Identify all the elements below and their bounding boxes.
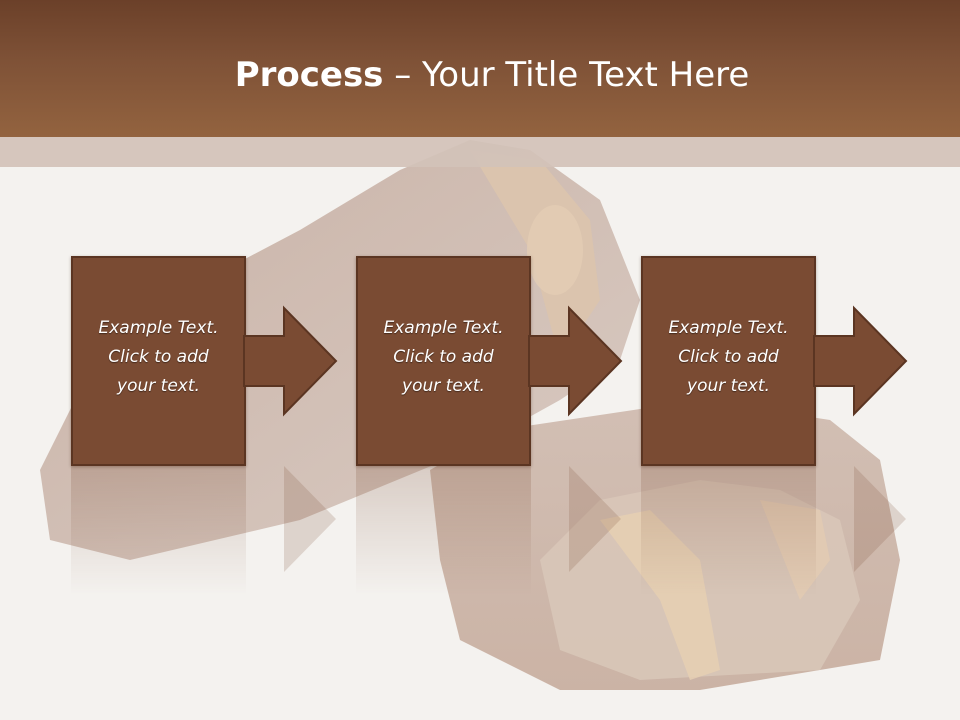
slide-title[interactable]: Process – Your Title Text Here — [0, 52, 960, 98]
arrow-1-reflection — [284, 466, 336, 572]
process-step-2-text[interactable]: Example Text. Click to add your text. — [358, 314, 529, 401]
step-3-line-3: your text. — [687, 376, 770, 396]
arrow-3-reflection — [854, 466, 906, 572]
step-2-line-2: Click to add — [393, 347, 494, 367]
step-1-arrow-icon — [243, 305, 338, 417]
step-3-line-2: Click to add — [678, 347, 779, 367]
step-1-reflection — [71, 466, 246, 596]
step-1-line-3: your text. — [117, 376, 200, 396]
step-3-arrow-icon — [813, 305, 908, 417]
process-step-3-box[interactable]: Example Text. Click to add your text. — [641, 256, 816, 466]
title-bar — [0, 0, 960, 137]
title-regular-part: – Your Title Text Here — [383, 55, 750, 95]
process-step-1-box[interactable]: Example Text. Click to add your text. — [71, 256, 246, 466]
step-3-line-1: Example Text. — [668, 318, 789, 338]
title-bold-part: Process — [234, 55, 384, 95]
step-1-line-1: Example Text. — [98, 318, 219, 338]
step-2-reflection — [356, 466, 531, 596]
step-2-arrow-icon — [528, 305, 623, 417]
process-step-1-text[interactable]: Example Text. Click to add your text. — [73, 314, 244, 401]
step-1-line-2: Click to add — [108, 347, 209, 367]
arrow-2-reflection — [569, 466, 621, 572]
step-2-line-1: Example Text. — [383, 318, 504, 338]
process-step-3-text[interactable]: Example Text. Click to add your text. — [643, 314, 814, 401]
step-3-reflection — [641, 466, 816, 596]
process-step-2-box[interactable]: Example Text. Click to add your text. — [356, 256, 531, 466]
title-underline-strip — [0, 137, 960, 167]
step-2-line-3: your text. — [402, 376, 485, 396]
